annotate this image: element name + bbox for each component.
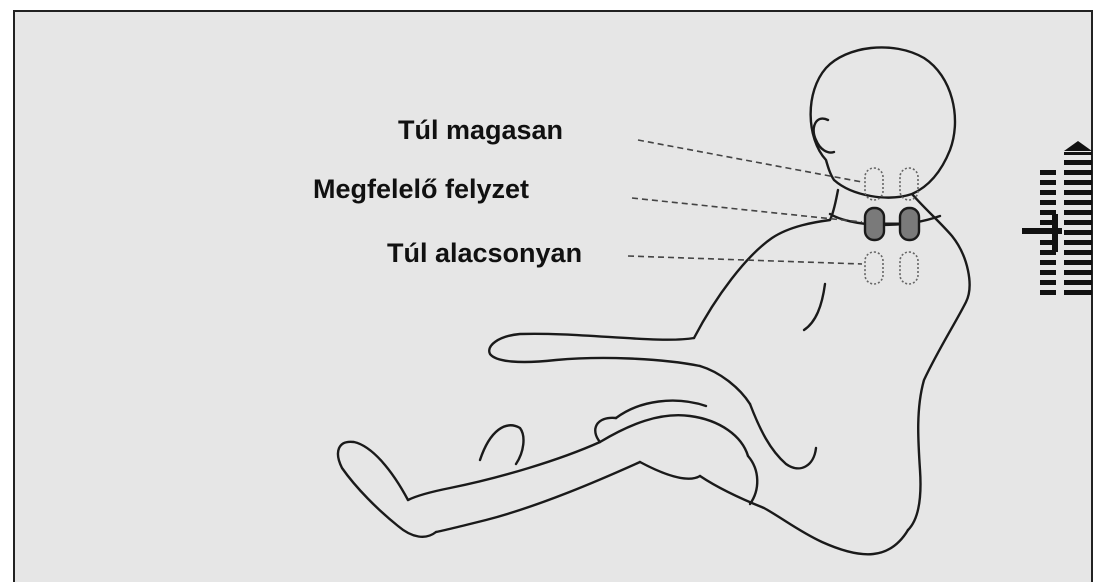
label-correct-position: Megfelelő felyzet [313,176,529,203]
figure-foot-1 [338,442,436,537]
pads-too-low [865,252,918,284]
leader-line-too-high [638,140,862,182]
label-too-low: Túl alacsonyan [387,240,582,267]
figure-seat [700,476,908,554]
pad-correct-left [865,208,884,240]
figure-thigh-front [600,415,748,456]
figure-thigh-lower [640,462,700,479]
figure-arm-lower [700,366,750,404]
pad-correct-right [900,208,919,240]
figure-leg-back [480,425,523,464]
figure-shoulder-blade [804,284,825,330]
figure-lap [748,456,757,504]
figure-shin-lower [436,462,640,532]
up-arrow-scale-icon [1022,141,1092,295]
pad-too-low-left [865,252,883,284]
label-too-high: Túl magasan [398,117,563,144]
figure-back-arm [750,404,816,468]
pads-correct [865,208,919,240]
figure-torso-right [908,194,970,530]
leader-line-correct [632,198,862,222]
pad-too-low-right [900,252,918,284]
figure-arm-upper [489,334,700,366]
